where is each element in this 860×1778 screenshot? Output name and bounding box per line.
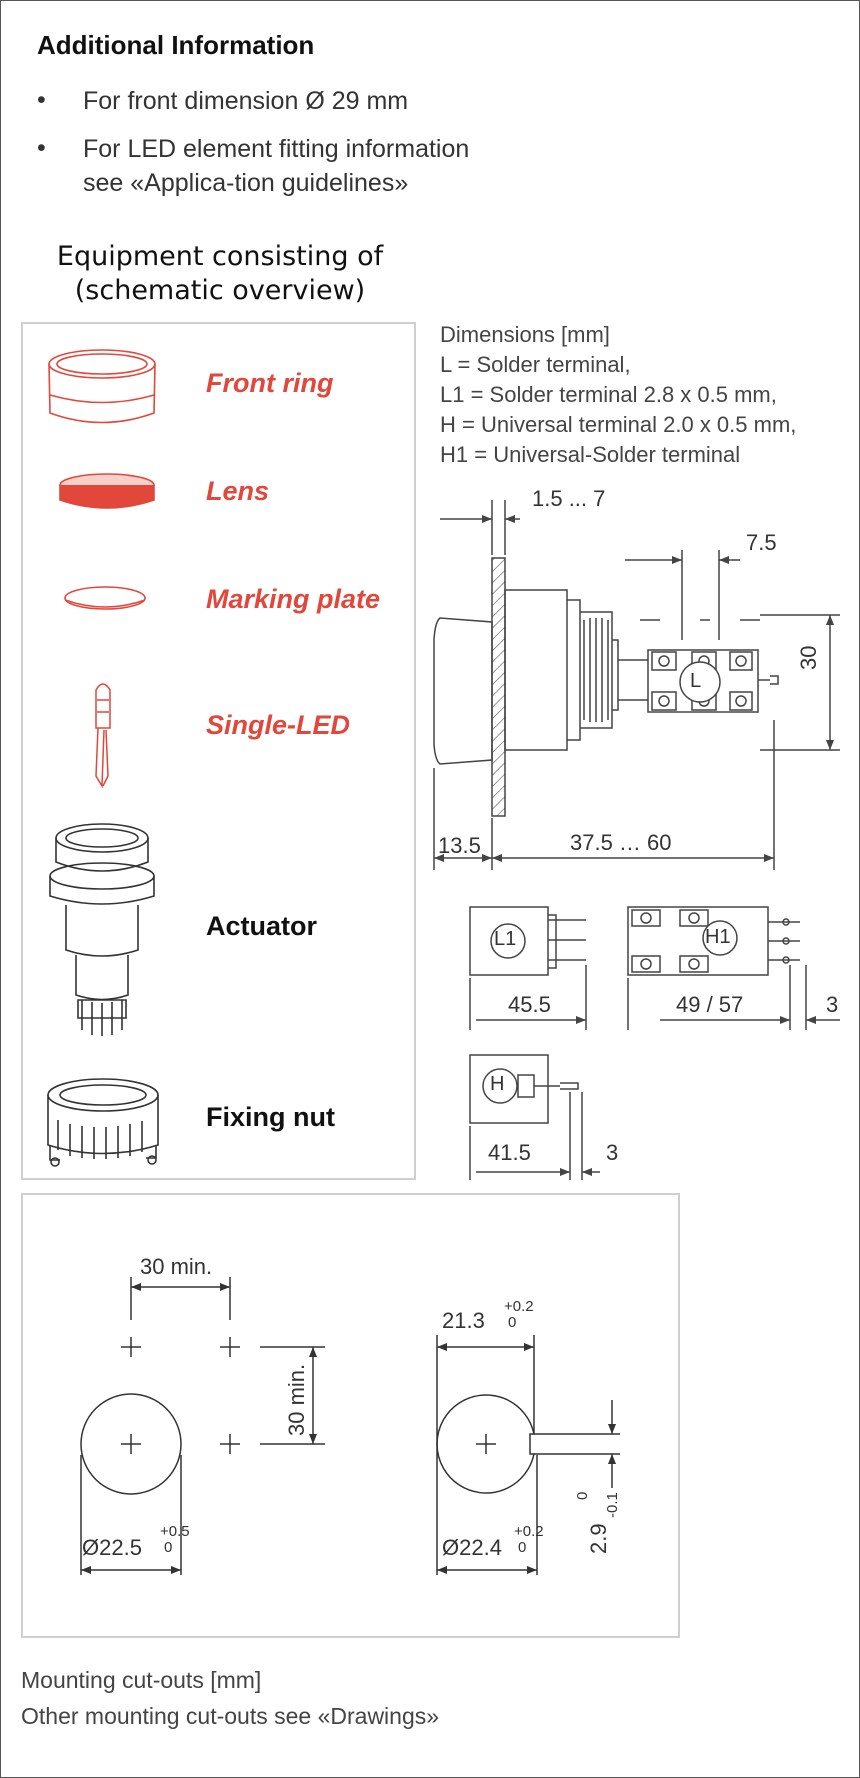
cutout-key-tol-lower: 0 (518, 1539, 527, 1556)
dim-h-depth: 41.5 (488, 1140, 531, 1165)
component-label-lens: Lens (206, 476, 270, 506)
dim-l1-depth: 45.5 (508, 992, 551, 1017)
cutout-key-width-tol-upper: 0 (574, 1491, 591, 1500)
single-led-icon (95, 683, 111, 789)
legend-line-4: H = Universal terminal 2.0 x 0.5 mm, (440, 412, 797, 437)
cutout-box (21, 1193, 680, 1638)
cutout-key-diameter: Ø22.4 (442, 1535, 502, 1560)
bullet-dot-icon: • (37, 86, 46, 114)
info-bullet-text: For front dimension Ø 29 mm (83, 87, 409, 115)
cutout-flat-tol-lower: 0 (508, 1314, 517, 1331)
component-label-single-led: Single-LED (206, 710, 351, 740)
cutout-key-width: 2.9 (586, 1523, 611, 1554)
terminal-label-H1: H1 (705, 926, 731, 948)
dim-h-extra: 3 (606, 1140, 619, 1165)
cutout-spacing-vertical: 30 min. (284, 1363, 309, 1436)
cutout-round-diameter: Ø22.5 (82, 1535, 142, 1560)
dim-front-depth: 13.5 (438, 833, 481, 858)
legend-line-5: H1 = Universal-Solder terminal (440, 442, 741, 467)
front-ring-icon (48, 349, 156, 424)
component-label-front-ring: Front ring (206, 368, 334, 398)
legend-line-3: L1 = Solder terminal 2.8 x 0.5 mm, (440, 382, 777, 407)
cutout-round-tol-lower: 0 (164, 1539, 173, 1556)
equipment-heading-line1: Equipment consisting of (56, 241, 384, 272)
terminal-label-L: L (690, 670, 702, 692)
terminal-label-H: H (490, 1073, 505, 1095)
marking-plate-icon (64, 586, 146, 610)
equipment-heading-line2: (schematic overview) (74, 275, 366, 306)
dim-panel-thickness: 1.5 ... 7 (532, 486, 606, 511)
component-label-marking-plate: Marking plate (206, 584, 381, 614)
component-label-actuator: Actuator (206, 911, 318, 941)
cutout-round-tol-upper: +0.5 (160, 1523, 190, 1540)
footer-line-2: Other mounting cut-outs see «Drawings» (21, 1703, 440, 1729)
dim-body-depth: 37.5 … 60 (570, 830, 672, 855)
bullet-dot-icon: • (37, 134, 46, 162)
footer-line-1: Mounting cut-outs [mm] (21, 1667, 262, 1693)
legend-line-2: L = Solder terminal, (440, 352, 631, 377)
cutout-key-tol-upper: +0.2 (514, 1523, 544, 1540)
lens-icon (59, 473, 155, 509)
dim-terminal-pitch: 7.5 (746, 530, 777, 555)
info-bullet-text: For LED element fitting information see … (83, 135, 470, 197)
dim-h1-extra: 3 (826, 992, 839, 1017)
components-box (21, 322, 416, 1180)
cutout-flat-width: 21.3 (442, 1308, 485, 1333)
additional-info-heading: Additional Information (37, 30, 315, 60)
terminal-label-L1: L1 (494, 928, 517, 950)
dim-h1-depth: 49 / 57 (676, 992, 744, 1017)
legend-line-1: Dimensions [mm] (440, 322, 610, 347)
cutout-flat-tol-upper: +0.2 (504, 1298, 534, 1315)
component-label-fixing-nut: Fixing nut (206, 1102, 335, 1132)
fixing-nut-icon (47, 1078, 159, 1167)
equipment-heading: Equipment consisting of (schematic overv… (20, 240, 420, 308)
cutout-key-width-tol-lower: -0.1 (604, 1492, 621, 1518)
actuator-icon (49, 823, 155, 1036)
cutout-spacing-horizontal: 30 min. (140, 1254, 213, 1279)
